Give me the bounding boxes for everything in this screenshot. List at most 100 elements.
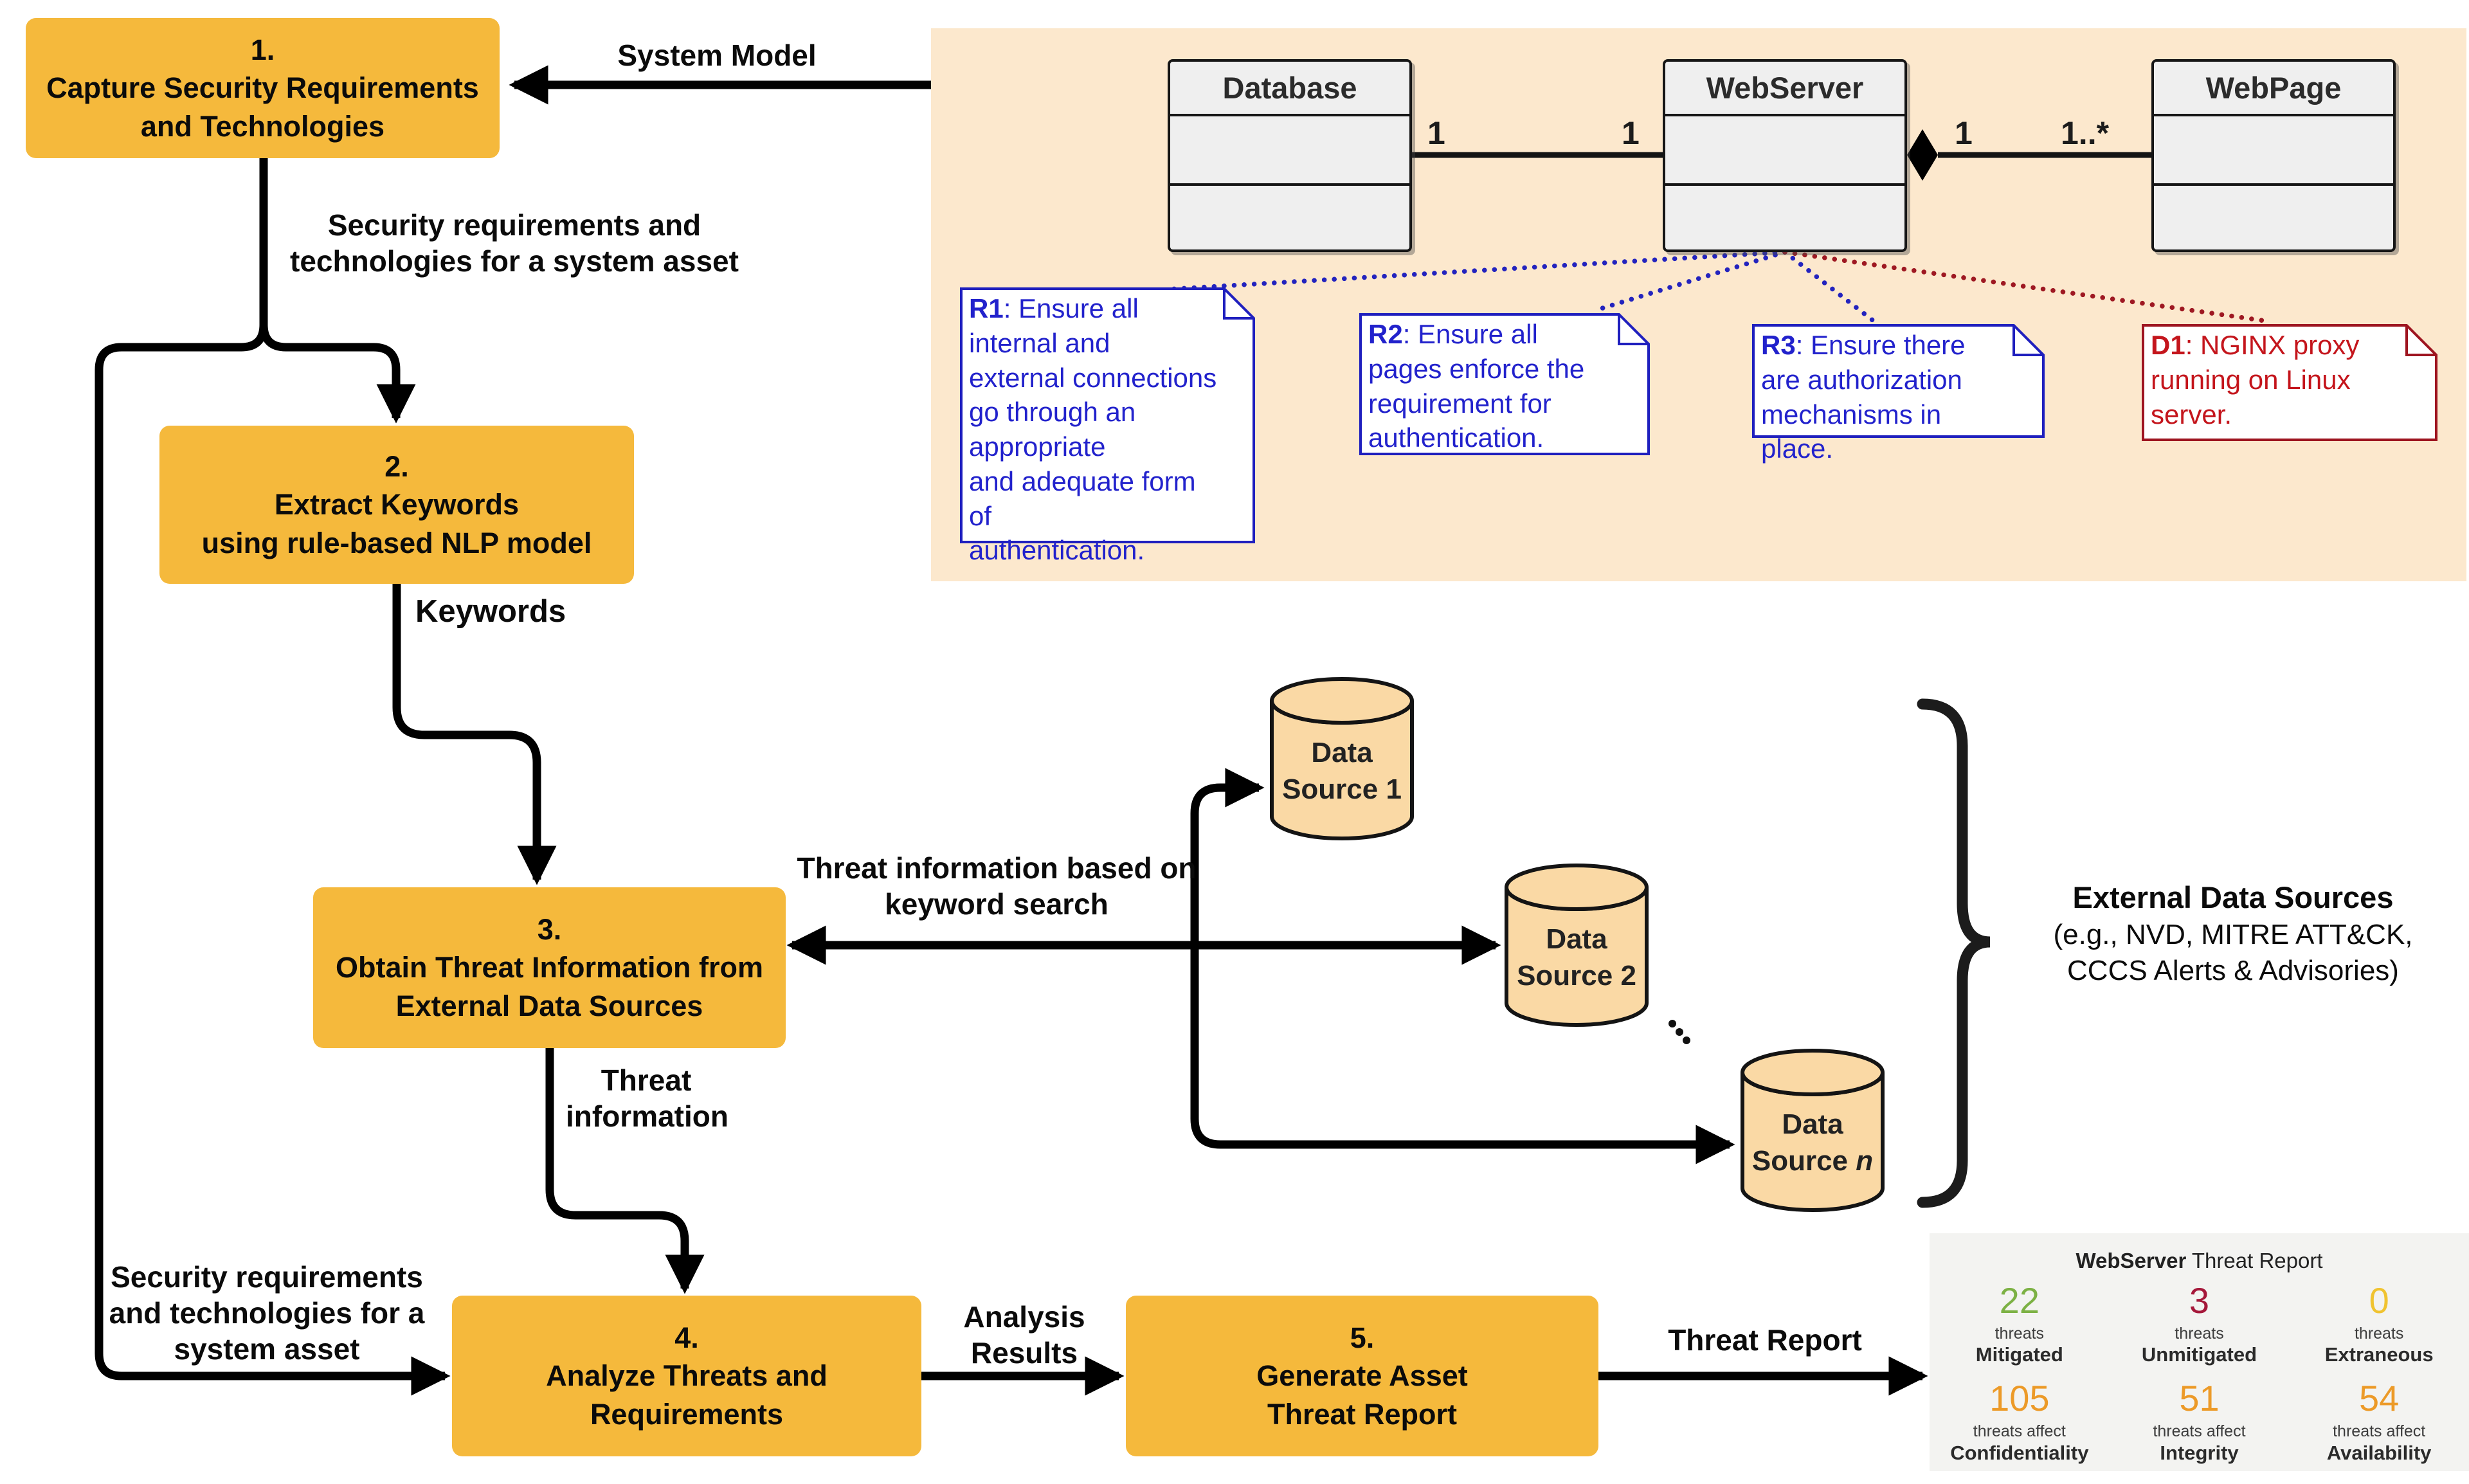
label-keywords: Keywords — [415, 594, 566, 629]
note-r1-requirement: R1: Ensure all internal and external con… — [960, 287, 1255, 565]
edge-step1-to-step2 — [259, 324, 416, 424]
edge-to-source-n — [1190, 949, 1735, 1164]
data-source-1-cylinder: Data Source 1 — [1268, 675, 1416, 842]
note-fold-icon — [1223, 289, 1254, 320]
note-id: D1 — [2151, 330, 2185, 360]
class-operations-compartment — [2154, 186, 2393, 249]
data-source-2-cylinder: Data Source 2 — [1503, 862, 1651, 1029]
stat-availability: 54 threats affect Availability — [2289, 1378, 2469, 1464]
note-body: : Ensure all internal and external conne… — [969, 293, 1217, 566]
link-webserver-r2 — [1592, 249, 1787, 313]
note-links-blue — [1164, 249, 1877, 324]
edge-step2-to-step3 — [392, 584, 557, 885]
note-fold-icon — [2012, 325, 2043, 356]
step-4-analyze-threats: 4. Analyze Threats and Requirements — [452, 1296, 921, 1456]
stat-label: Unmitigated — [2141, 1343, 2257, 1366]
stat-value: 3 — [2189, 1280, 2210, 1321]
stat-value: 22 — [1999, 1280, 2039, 1321]
cylinder-icon — [1741, 1049, 1885, 1212]
note-text: R2: Ensure all pages enforce the require… — [1368, 317, 1620, 455]
class-operations-compartment — [1665, 186, 1904, 249]
step-1-capture-security-requirements: 1. Capture Security Requirements and Tec… — [26, 18, 500, 158]
data-source-n-cylinder: Data Source n — [1739, 1047, 1886, 1214]
report-stats-grid: 22 threats Mitigated 3 threats Unmitigat… — [1930, 1280, 2469, 1464]
stat-label: Availability — [2326, 1441, 2432, 1464]
note-fold-icon — [2405, 325, 2436, 356]
edge-step3-to-step4 — [545, 1048, 705, 1294]
label-security-requirements-left: Security requirements and technologies f… — [109, 1260, 425, 1366]
stat-confidentiality: 105 threats affect Confidentiality — [1930, 1380, 2110, 1464]
stat-label: Extraneous — [2324, 1343, 2434, 1366]
data-source-label: Data Source 1 — [1282, 736, 1402, 805]
note-outline — [2142, 324, 2437, 441]
stat-label: Confidentiality — [1950, 1441, 2089, 1464]
stat-sub: threats — [2175, 1324, 2224, 1343]
multiplicity-webpage-end: 1..* — [2061, 115, 2110, 151]
note-r3-requirement: R3: Ensure there are authorization mecha… — [1752, 324, 2045, 464]
stat-integrity: 51 threats affect Integrity — [2110, 1378, 2290, 1464]
class-attributes-compartment — [2154, 116, 2393, 186]
note-r2-requirement: R2: Ensure all pages enforce the require… — [1359, 313, 1650, 455]
stat-sub: threats affect — [1973, 1422, 2066, 1441]
class-operations-compartment — [1170, 186, 1409, 249]
label-analysis-results: Analysis Results — [963, 1300, 1085, 1370]
note-body: : Ensure all pages enforce the requireme… — [1368, 319, 1585, 453]
uml-class-webserver: WebServer — [1663, 59, 1907, 252]
stat-sub: threats — [2354, 1324, 2404, 1343]
note-id: R2 — [1368, 319, 1403, 349]
note-links-red — [1782, 249, 2272, 324]
stat-extraneous: 0 threats Extraneous — [2289, 1280, 2469, 1366]
step-3-obtain-threat-information: 3. Obtain Threat Information from Extern… — [313, 887, 786, 1048]
note-outline — [1359, 313, 1650, 455]
label-threat-info-keyword-search: Threat information based on keyword sear… — [797, 851, 1197, 921]
edge-step1-to-step4 — [95, 324, 451, 1396]
note-outline — [1752, 324, 2045, 438]
stat-mitigated: 22 threats Mitigated — [1930, 1280, 2110, 1366]
label-security-requirements-top: Security requirements and technologies f… — [290, 208, 739, 278]
data-source-label: Data Source n — [1751, 1108, 1874, 1177]
link-webserver-r3 — [1782, 249, 1877, 324]
ellipsis-dots-icon — [1669, 1020, 1690, 1044]
cylinder-icon — [1505, 864, 1649, 1027]
edge-to-source1 — [1190, 768, 1265, 941]
note-body: : NGINX proxy running on Linux server. — [2151, 330, 2360, 430]
report-title: WebServer Threat Report — [2076, 1249, 2323, 1272]
class-attributes-compartment — [1665, 116, 1904, 186]
stat-unmitigated: 3 threats Unmitigated — [2110, 1280, 2290, 1366]
class-name: WebServer — [1665, 62, 1904, 116]
step-2-extract-keywords: 2. Extract Keywords using rule-based NLP… — [159, 426, 634, 584]
note-d1-design: D1: NGINX proxy running on Linux server. — [2142, 324, 2437, 441]
note-outline — [960, 287, 1255, 543]
composition-diamond-icon — [1907, 129, 1938, 181]
stat-value: 54 — [2359, 1378, 2400, 1419]
multiplicity-webserver-left-end: 1 — [1622, 115, 1640, 151]
class-name: Database — [1170, 62, 1409, 116]
flow-arrows — [95, 65, 1928, 1396]
multiplicity-webserver-right-end: 1 — [1955, 115, 1973, 151]
label-threat-report: Threat Report — [1668, 1323, 1862, 1357]
external-data-sources-caption: External Data Sources (e.g., NVD, MITRE … — [2011, 878, 2455, 988]
class-name: WebPage — [2154, 62, 2393, 116]
note-text: D1: NGINX proxy running on Linux server. — [2151, 328, 2408, 431]
link-webserver-d1 — [1782, 249, 2272, 324]
curly-brace-icon — [1917, 698, 1991, 1208]
stat-sub: threats affect — [2153, 1422, 2246, 1441]
caption-title: External Data Sources — [2072, 880, 2394, 914]
multiplicity-database-end: 1 — [1427, 115, 1445, 151]
class-attributes-compartment — [1170, 116, 1409, 186]
step-5-generate-report: 5. Generate Asset Threat Report — [1126, 1296, 1598, 1456]
data-source-label: Data Source 2 — [1517, 923, 1636, 991]
note-fold-icon — [1618, 314, 1649, 345]
link-webserver-r1 — [1164, 249, 1787, 292]
note-id: R3 — [1761, 330, 1796, 360]
cylinder-icon — [1270, 677, 1414, 840]
stat-sub: threats — [1994, 1324, 2045, 1343]
stat-value: 0 — [2369, 1280, 2389, 1321]
stat-value: 51 — [2179, 1378, 2220, 1419]
note-body: : Ensure there are authorization mechani… — [1761, 330, 1966, 464]
note-text: R1: Ensure all internal and external con… — [969, 291, 1225, 568]
label-threat-information: Threat information — [566, 1063, 728, 1134]
stat-label: Mitigated — [1975, 1343, 2063, 1366]
